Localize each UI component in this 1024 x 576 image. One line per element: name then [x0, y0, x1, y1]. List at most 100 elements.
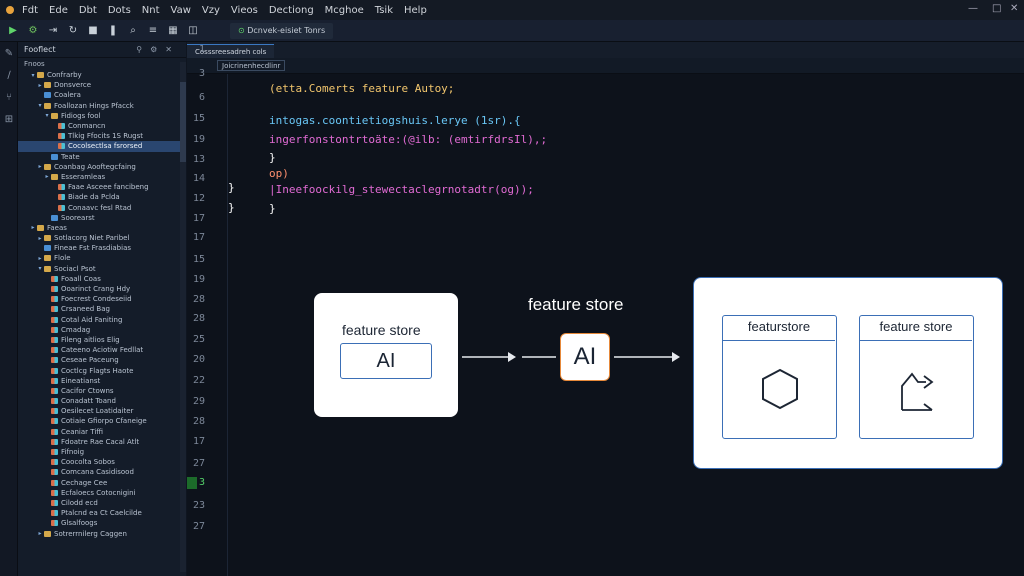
debug-icon[interactable]: ⚙: [28, 25, 38, 36]
tree-item[interactable]: ▸Coanbag Aooftegcfaing: [18, 162, 186, 172]
code-line[interactable]: ingerfonstontrtoäte:(@ilb: (emtirfdrsIl)…: [269, 133, 548, 146]
scroll-thumb[interactable]: [180, 82, 186, 162]
tree-item[interactable]: Ceseae Paceung: [18, 355, 186, 365]
tree-item[interactable]: Cocolsectlsa fsrorsed: [18, 141, 186, 152]
chevron-down-icon[interactable]: ▾: [31, 71, 35, 79]
tree-item[interactable]: Ecfaloecs Cotocnigini: [18, 488, 186, 498]
step-icon[interactable]: ⇥: [48, 25, 58, 36]
tree-item[interactable]: ▾Confrarby: [18, 70, 186, 80]
menu-item[interactable]: Help: [404, 4, 427, 16]
tree-item[interactable]: Tlkig Ffocits 1S Rugst: [18, 131, 186, 141]
tree-item[interactable]: Coocolta Sobos: [18, 457, 186, 467]
tree-item[interactable]: ▸Faeas: [18, 223, 186, 233]
tree-item[interactable]: Cateeno Aciotiw Fedllat: [18, 345, 186, 355]
tree-item[interactable]: Oesilecet Loatidaiter: [18, 406, 186, 416]
path-icon[interactable]: ∕: [7, 69, 11, 81]
tree-item[interactable]: Foecrest Condeseiid: [18, 294, 186, 304]
breadcrumb-item[interactable]: Joicrinenhecdlinr: [217, 60, 286, 71]
tree-item[interactable]: Ceaniar Tiffi: [18, 427, 186, 437]
run-icon[interactable]: ▶: [9, 25, 17, 36]
tree-item[interactable]: Coctlcg Flagts Haote: [18, 365, 186, 375]
tree-item[interactable]: Teate: [18, 152, 186, 162]
tree-item[interactable]: Comcana Casidisood: [18, 467, 186, 477]
maximize-icon[interactable]: □: [992, 3, 1002, 14]
menu-item[interactable]: Tsik: [374, 4, 393, 16]
tree-item[interactable]: Fifnoig: [18, 447, 186, 457]
stack-icon[interactable]: ≡: [148, 25, 158, 36]
chevron-right-icon[interactable]: ▸: [38, 234, 42, 242]
tree-item[interactable]: Ptalcnd ea Ct Caelcilde: [18, 508, 186, 518]
git-icon[interactable]: ⑂: [6, 91, 12, 103]
chevron-right-icon[interactable]: ▸: [45, 173, 49, 181]
code-line[interactable]: (etta.Comerts feature Autoy;: [269, 82, 455, 95]
tree-item[interactable]: Ooarinct Crang Hdy: [18, 284, 186, 294]
tree-item[interactable]: Fileng aitlios Elig: [18, 335, 186, 345]
tree-item[interactable]: Conadatt Toand: [18, 396, 186, 406]
tree-item[interactable]: Faae Asceee fancibeng: [18, 182, 186, 192]
tree-item[interactable]: Cechage Cee: [18, 478, 186, 488]
explorer-root[interactable]: Fnoos: [24, 60, 45, 68]
minimize-icon[interactable]: —: [968, 3, 978, 14]
menu-item[interactable]: Dots: [107, 4, 131, 16]
menu-item[interactable]: Dectiong: [268, 4, 314, 16]
menu-item[interactable]: Nnt: [141, 4, 160, 16]
tree-item[interactable]: ▾Fidiogs fool: [18, 111, 186, 121]
tree-item[interactable]: Fdoatre Rae Cacal Atlt: [18, 437, 186, 447]
chevron-down-icon[interactable]: ▾: [38, 102, 42, 110]
menu-item[interactable]: Fdt: [22, 4, 39, 16]
menu-item[interactable]: Vzy: [201, 4, 220, 16]
tree-item[interactable]: Cotiaie Gfiorpo Cfaneige: [18, 416, 186, 426]
tree-item[interactable]: Conaavc fesl Rtad: [18, 202, 186, 212]
menu-item[interactable]: Mcghoe: [324, 4, 364, 16]
pin-icon[interactable]: ✎: [4, 47, 14, 59]
code-line[interactable]: |Ineefoockilg_stewectaclegrnotadtr(og));: [269, 183, 534, 196]
code-line[interactable]: }: [269, 202, 276, 215]
code-line[interactable]: op): [269, 167, 289, 180]
menu-item[interactable]: Ede: [49, 4, 68, 16]
tree-item[interactable]: Cilodd ecd: [18, 498, 186, 508]
rerun-icon[interactable]: ↻: [68, 25, 78, 36]
tree-item[interactable]: Foaall Coas: [18, 274, 186, 284]
pause-icon[interactable]: ❚: [108, 25, 118, 36]
menu-item[interactable]: Vaw: [170, 4, 191, 16]
extensions-icon[interactable]: ⊞: [4, 113, 14, 125]
tree-item[interactable]: Eineatianst: [18, 376, 186, 386]
chevron-down-icon[interactable]: ▾: [38, 265, 42, 273]
tree-item[interactable]: ▸Donsverce: [18, 80, 186, 90]
tree-item[interactable]: ▸Flole: [18, 253, 186, 263]
tree-item[interactable]: ▸Sotlacorg Niet Paribel: [18, 233, 186, 243]
chevron-right-icon[interactable]: ▸: [38, 254, 42, 262]
chevron-right-icon[interactable]: ▸: [38, 163, 42, 171]
tree-item[interactable]: Glsalfoogs: [18, 518, 186, 528]
search-icon[interactable]: ⌕: [130, 25, 136, 36]
tab-active-file[interactable]: Cosssreesadreh cols: [187, 44, 275, 58]
chevron-down-icon[interactable]: ▾: [45, 112, 49, 120]
tree-item[interactable]: Crsaneed Bag: [18, 304, 186, 314]
explorer-actions[interactable]: ⚲⚙✕: [136, 45, 180, 54]
tree-item[interactable]: ▾Foallozan Hings Pfacck: [18, 101, 186, 111]
chevron-right-icon[interactable]: ▸: [31, 224, 35, 232]
menu-item[interactable]: Dbt: [78, 4, 97, 16]
run-config-tab[interactable]: ⊙ Dcnvek-eisiet Tonrs: [230, 23, 334, 39]
menu-item[interactable]: Vieos: [230, 4, 258, 16]
tree-item[interactable]: ▸Sotrerrnilerg Caggen: [18, 528, 186, 538]
tree-item[interactable]: Conmancn: [18, 121, 186, 131]
tree-item[interactable]: ▸Esseramleas: [18, 172, 186, 182]
tree-item[interactable]: Fineae Fst Frasdiabias: [18, 243, 186, 253]
stop-icon[interactable]: ■: [88, 25, 98, 36]
layout-icon[interactable]: ◫: [188, 25, 198, 36]
tree-item[interactable]: ▾Sociacl Psot: [18, 264, 186, 274]
tree-item[interactable]: Coalera: [18, 90, 186, 100]
close-icon[interactable]: ✕: [1010, 3, 1019, 14]
tree-item[interactable]: Cacifor Ctowns: [18, 386, 186, 396]
code-line[interactable]: }: [269, 151, 276, 164]
explorer-scrollbar[interactable]: [180, 62, 186, 572]
tree-item[interactable]: Cmadag: [18, 325, 186, 335]
chevron-right-icon[interactable]: ▸: [38, 530, 42, 538]
chevron-right-icon[interactable]: ▸: [38, 81, 42, 89]
breakpoint-marker[interactable]: [187, 477, 197, 489]
tree-item[interactable]: Cotal Aid Faniting: [18, 315, 186, 325]
tree-item[interactable]: Biade da Pclda: [18, 192, 186, 202]
tree-item[interactable]: Soorearst: [18, 213, 186, 223]
code-line[interactable]: intogas.coontietiogshuis.lerye (1sr).{: [269, 114, 521, 127]
